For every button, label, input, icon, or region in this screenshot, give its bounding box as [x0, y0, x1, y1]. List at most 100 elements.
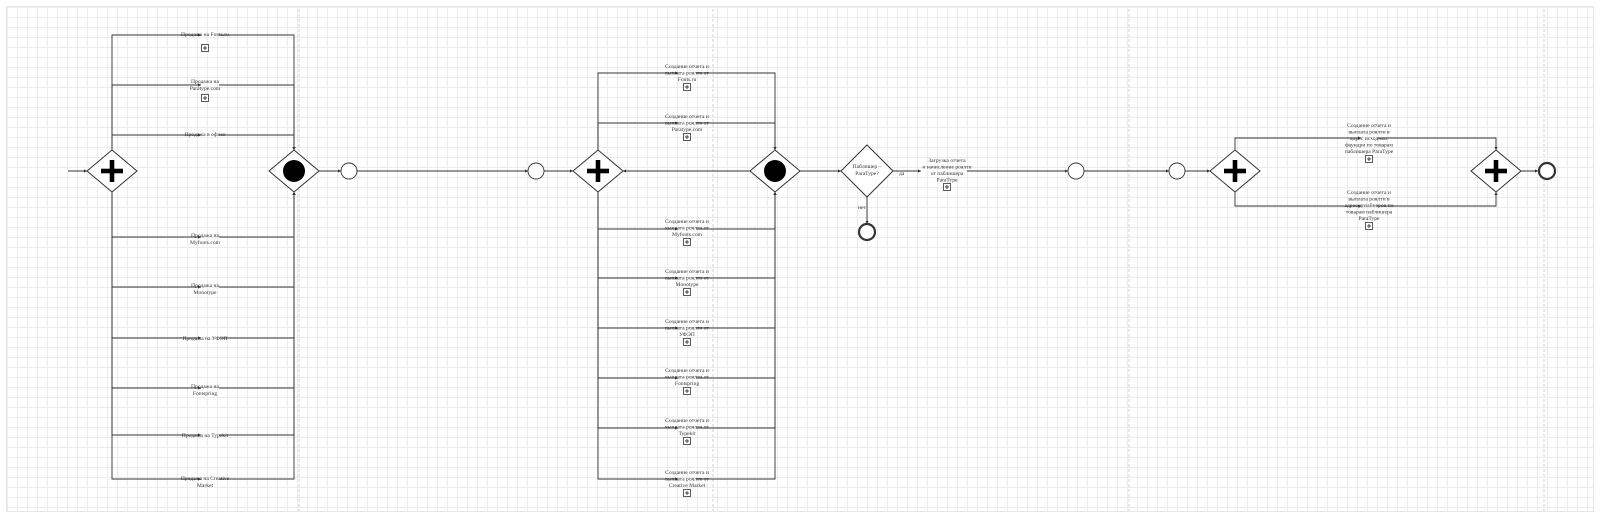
flow-b-out-2 [696, 122, 776, 150]
task-c-line: и начисление роялти [922, 165, 971, 171]
flow-a-out-6 [219, 192, 295, 339]
arrow-head [623, 169, 626, 173]
flow-b-out-4 [696, 192, 776, 279]
task-b-8-line: Creative Market [669, 483, 706, 489]
task-a-2-line: Продажа на [191, 79, 220, 85]
task-a-7-line: Продажа на [191, 384, 220, 390]
arrow-head [198, 386, 201, 390]
task-b-3-line: выплата роялти от [665, 226, 709, 232]
arrow-head [198, 477, 201, 481]
task-b-5-subprocess-icon [683, 338, 691, 346]
arrow-head [675, 71, 678, 75]
task-a-9-line: Продажа на Creative [181, 476, 230, 482]
task-a-5-line: Продажа на [191, 283, 220, 289]
task-b-8-line: Создание отчета и [665, 470, 709, 476]
task-b-1-line: Fonts.ru [678, 77, 697, 83]
task-b-4-line: Monotype [676, 282, 700, 288]
task-b-1-line: Создание отчета и [665, 64, 709, 70]
edge-yes-label: да [899, 171, 905, 177]
flow-d-in-2 [1234, 192, 1361, 207]
task-b-2-subprocess-icon [683, 133, 691, 141]
intermediate-event-3 [1067, 162, 1085, 180]
arrow-head [198, 133, 201, 137]
task-a-4-line: Myfonts.com [190, 239, 221, 246]
flow-a-in-5 [111, 192, 201, 288]
merge-gateway-b [749, 149, 801, 193]
task-b-6-line: Создание отчета и [665, 368, 709, 374]
task-b-7-line: Создание отчета и [665, 418, 709, 424]
arrow-head [1358, 136, 1361, 140]
intermediate-event-1 [340, 162, 358, 180]
plus-bar-v [109, 160, 115, 182]
arrow-head [773, 147, 777, 150]
arrow-head [198, 336, 201, 340]
plus-bar-v [1232, 160, 1238, 182]
task-a-6-line: Продажа на УФЭП [182, 336, 227, 342]
flow-a-out-4 [219, 192, 295, 238]
plus-bar-v [1493, 160, 1499, 182]
arrow-head [1535, 169, 1538, 173]
task-a-2-line: Paratype.com [190, 86, 221, 92]
task-c-line: ParaType [936, 178, 958, 184]
task-b-6-subprocess-icon [683, 387, 691, 395]
flow-a-in-3 [111, 134, 201, 150]
flow-b-in-1 [597, 72, 678, 150]
task-b-4-line: выплата роялти от [665, 276, 709, 282]
split-gateway-b [572, 149, 624, 193]
task-d-2-line: выплата роялти в [1348, 197, 1390, 203]
task-a-1-subprocess-icon [201, 44, 209, 52]
task-d-2-subprocess-icon [1365, 222, 1373, 230]
task-b-4-line: Создание отчета и [665, 269, 709, 275]
task-d-1-line: фаундри по товарам [1345, 142, 1393, 149]
arrow-head [198, 235, 201, 239]
arrow-head [1065, 169, 1068, 173]
merge-gateway-d [1470, 149, 1522, 193]
merge-gateway-a [268, 149, 320, 193]
arrow-head [1358, 204, 1361, 208]
arrow-head [675, 477, 678, 481]
arrow-head [338, 169, 341, 173]
flow-a-out-8 [219, 192, 295, 436]
flow-b-in-5 [597, 192, 678, 329]
task-b-4-subprocess-icon [683, 288, 691, 296]
end-event [1537, 161, 1557, 181]
decision-label: Паблишер –ParaType? [853, 163, 882, 177]
task-b-6-line: выплата роялти от [665, 375, 709, 381]
flow-a-in-7 [111, 192, 201, 389]
gateway-disc [283, 160, 305, 182]
task-d-2-line: Создание отчета и [1347, 190, 1391, 196]
arrow-head [1166, 169, 1169, 173]
arrow-head [84, 169, 87, 173]
task-a-8-line: Продажа на Typekit [182, 433, 229, 439]
task-d-1-line: адрес исходных [1350, 136, 1388, 142]
task-d-1-line: выплата роялти в [1348, 130, 1390, 136]
task-b-8-line: выплата роялти от [665, 477, 709, 483]
task-b-5-line: Создание отчета и [665, 319, 709, 325]
flow-a-in-2 [111, 84, 201, 150]
task-d-1-subprocess-icon [1365, 155, 1373, 163]
arrow-head [198, 285, 201, 289]
flow-d-out-1 [1377, 137, 1497, 150]
arrow-head [292, 147, 296, 150]
flow-a-out-3 [219, 134, 295, 150]
flow-b-in-8 [597, 192, 678, 480]
task-b-2-line: Создание отчета и [665, 114, 709, 120]
flow-a-out-5 [219, 192, 295, 288]
flow-a-in-9 [111, 192, 201, 480]
flow-a-out-9 [219, 192, 295, 480]
arrow-head [292, 192, 296, 195]
flow-a-out-2 [219, 84, 295, 150]
task-d-1-line: Создание отчета и [1347, 123, 1391, 129]
task-a-4-line: Продажа на [191, 233, 220, 239]
